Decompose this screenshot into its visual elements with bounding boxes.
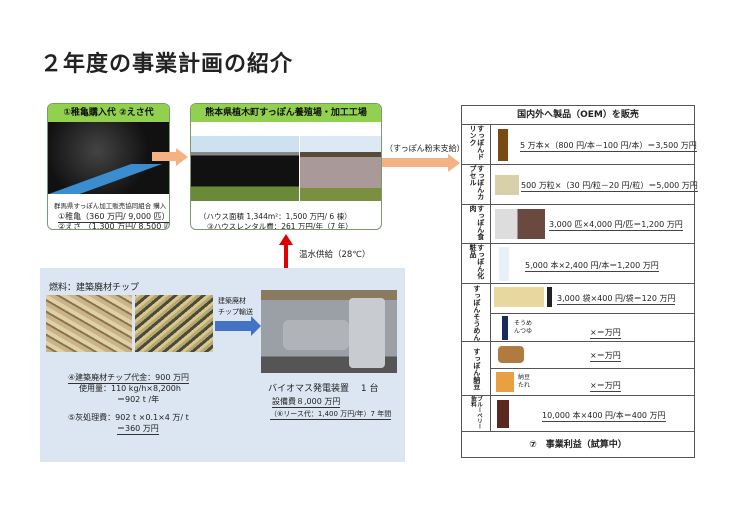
row-label: すっぽん食肉 xyxy=(462,205,491,243)
capsules-image xyxy=(495,175,519,195)
row-value: 5,000 本×2,400 円/本＝1,200 万円 xyxy=(525,261,659,272)
page-title: ２年度の事業計画の紹介 xyxy=(40,52,294,77)
table-row: ブルーベリー飲料 10,000 本×400 円/本＝400 万円 xyxy=(462,395,694,431)
house-rental: ③ハウスレンタル費：261 万円/年（7 年） xyxy=(207,221,353,229)
somen-image xyxy=(494,287,544,307)
farm-factory-box: 熊本県植木町すっぽん養殖場・加工工場 （ハウス面積 1,344m²：1,500 … xyxy=(190,103,382,230)
juvenile-feed-box: ①稚亀購入代 ②えさ代 群馬県すっぽん加工販売協同組合 購入 ①稚亀（360 万… xyxy=(47,103,170,230)
table-footer: ⑦ 事業利益（試算中） xyxy=(462,431,694,458)
box-header: ①稚亀購入代 ②えさ代 xyxy=(48,104,169,122)
row-value: 3,000 袋×400 円/袋＝120 万円 xyxy=(557,294,676,305)
arrow-right xyxy=(152,152,176,161)
supply-arrow xyxy=(382,158,448,167)
transport-arrow-head xyxy=(251,316,261,336)
device-label: バイオマス発電装置 1 台 xyxy=(268,384,379,394)
box-header: 熊本県植木町すっぽん養殖場・加工工場 xyxy=(191,104,381,122)
house-area: （ハウス面積 1,344m²：1,500 万円/ 6 棟） xyxy=(199,212,352,221)
equipment-cost: 設備費８,000 万円 xyxy=(272,397,341,408)
wood-waste-photo xyxy=(135,295,213,352)
hot-water-label: 温水供給（28℃） xyxy=(299,250,371,260)
supply-label: （すっぽん粉末支給） xyxy=(385,144,465,153)
org-text: 群馬県すっぽん加工販売協同組合 購入 xyxy=(54,202,167,210)
chip-usage: 使用量：110 kg/h×8,200h xyxy=(79,384,181,393)
somen-pack-image xyxy=(547,287,552,307)
sub-item-value: ×＝万円 xyxy=(590,328,621,339)
transport-arrow xyxy=(215,321,251,331)
natto-image xyxy=(498,346,524,363)
sub-item-name: そうめんつゆ xyxy=(514,320,533,335)
transport-label-1: 建築廃材 xyxy=(218,297,246,305)
row-value: 500 万粒×（30 円/粒－20 円/粒）＝5,000 万円 xyxy=(521,181,698,192)
sub-item-value: ×＝万円 xyxy=(590,381,621,392)
table-row: すっぽん納豆 ×＝万円 納豆たれ ×＝万円 xyxy=(462,341,694,395)
table-row: すっぽんそうめん 3,000 袋×400 円/袋＝120 万円 そうめんつゆ ×… xyxy=(462,283,694,341)
juvenile-cost: ①稚亀（360 万円/ 9,000 匹） xyxy=(58,212,170,223)
row-value: 5 万本×（800 円/本－100 円/本）＝3,500 万円 xyxy=(520,141,697,152)
row-label: すっぽんカプセル xyxy=(462,165,491,204)
barn-photo xyxy=(300,136,381,201)
arrow-head xyxy=(176,148,188,166)
row-value: 3,000 匹×4,000 円/匹＝1,200 万円 xyxy=(549,220,683,231)
hot-water-arrow-head xyxy=(279,234,293,245)
row-value: 10,000 本×400 円/本＝400 万円 xyxy=(542,411,666,422)
ash-cost: ⑤灰処理費：902 t ×0.1×4 万/ t xyxy=(68,413,189,422)
blueberry-drink-image xyxy=(497,400,509,428)
row-label: すっぽん化粧品 xyxy=(462,244,491,283)
supply-arrow-head xyxy=(448,154,460,172)
row-label: ブルーベリー飲料 xyxy=(462,396,491,431)
table-row: すっぽん化粧品 5,000 本×2,400 円/本＝1,200 万円 xyxy=(462,243,694,283)
feed-cost: ②えさ （1,300 万円/ 8,500 匹） xyxy=(58,221,169,229)
lease-cost: （⑥リース代：1,400 万円/年）7 年間 xyxy=(270,410,392,420)
row-label: すっぽんドリンク xyxy=(462,125,491,164)
chip-cost: ④建築廃材チップ代金：900 万円 xyxy=(68,373,189,384)
meat-image xyxy=(495,209,545,239)
table-header: 国内外へ製品（OEM）を販売 xyxy=(517,110,639,120)
basket-photo-part xyxy=(48,164,169,194)
ash-cost-result: ＝360 万円 xyxy=(117,424,159,435)
wood-chips-photo xyxy=(46,295,132,352)
fuel-title: 燃料：建築廃材チップ xyxy=(49,283,140,293)
chip-usage-result: ＝902 t /年 xyxy=(117,395,160,404)
table-row: すっぽんカプセル 500 万粒×（30 円/粒－20 円/粒）＝5,000 万円 xyxy=(462,164,698,204)
table-row: すっぽん食肉 3,000 匹×4,000 円/匹＝1,200 万円 xyxy=(462,204,694,243)
tsuyu-bottle-image xyxy=(502,316,508,340)
oem-sales-table: 国内外へ製品（OEM）を販売 すっぽんドリンク 5 万本×（800 円/本－10… xyxy=(461,105,698,458)
natto-sauce-image xyxy=(496,372,514,392)
biomass-generator-photo xyxy=(261,290,397,373)
table-row: すっぽんドリンク 5 万本×（800 円/本－100 円/本）＝3,500 万円 xyxy=(462,124,697,164)
row-label: すっぽん納豆 xyxy=(462,342,491,395)
greenhouse-photo xyxy=(191,136,299,201)
sub-item-name: 納豆たれ xyxy=(518,374,531,390)
row-label: すっぽんそうめん xyxy=(462,284,491,341)
transport-label-2: チップ輸送 xyxy=(218,308,253,316)
cosmetics-image xyxy=(499,247,509,281)
drink-bottle-image xyxy=(498,129,508,161)
row-value: ×＝万円 xyxy=(590,351,621,362)
